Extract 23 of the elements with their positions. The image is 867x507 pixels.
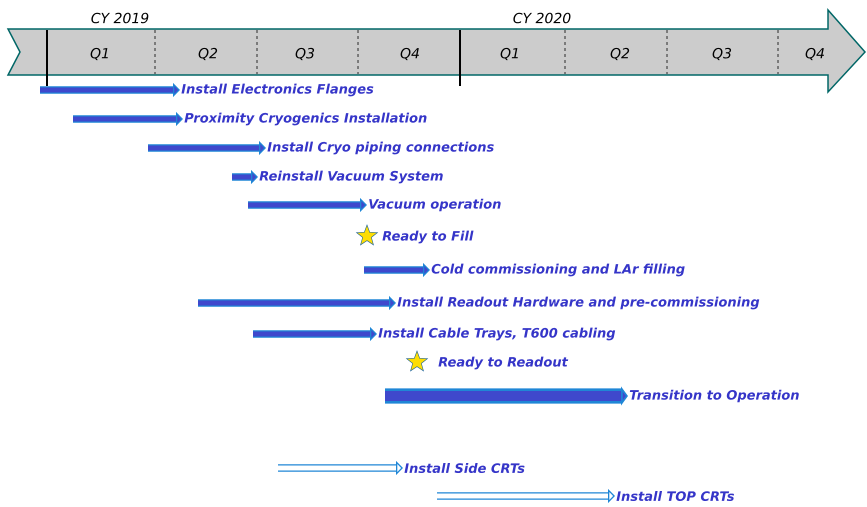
task-label: Install TOP CRTs [616, 490, 734, 502]
quarter-label: Q4 [400, 48, 419, 60]
year-label: CY 2020 [513, 12, 570, 24]
task-label: Install Readout Hardware and pre-commissioning [397, 296, 760, 310]
task-label: Reinstall Vacuum System [259, 170, 443, 184]
quarter-label: Q1 [500, 48, 518, 60]
quarter-label: Q4 [806, 48, 824, 60]
quarter-label: Q2 [610, 48, 630, 60]
task-label: Install Cryo piping connections [267, 142, 494, 154]
quarter-label: Q3 [712, 48, 732, 60]
quarter-label: Q1 [90, 48, 108, 60]
milestone-label: Ready to Readout [438, 356, 568, 370]
task-label: Install Electronics Flanges [181, 84, 374, 96]
task-label: Install Cable Trays, T600 cabling [378, 328, 616, 340]
task-label: Transition to Operation [630, 390, 799, 402]
task-label: Cold commissioning and LAr filling [432, 264, 685, 276]
task-label: Proximity Cryogenics Installation [184, 112, 426, 126]
quarter-label: Q3 [296, 48, 314, 60]
milestone-label: Ready to Fill [382, 230, 474, 244]
quarter-label: Q2 [198, 48, 218, 60]
year-label: CY 2019 [91, 12, 148, 24]
task-label: Install Side CRTs [404, 462, 524, 474]
task-label: Vacuum operation [369, 198, 501, 212]
